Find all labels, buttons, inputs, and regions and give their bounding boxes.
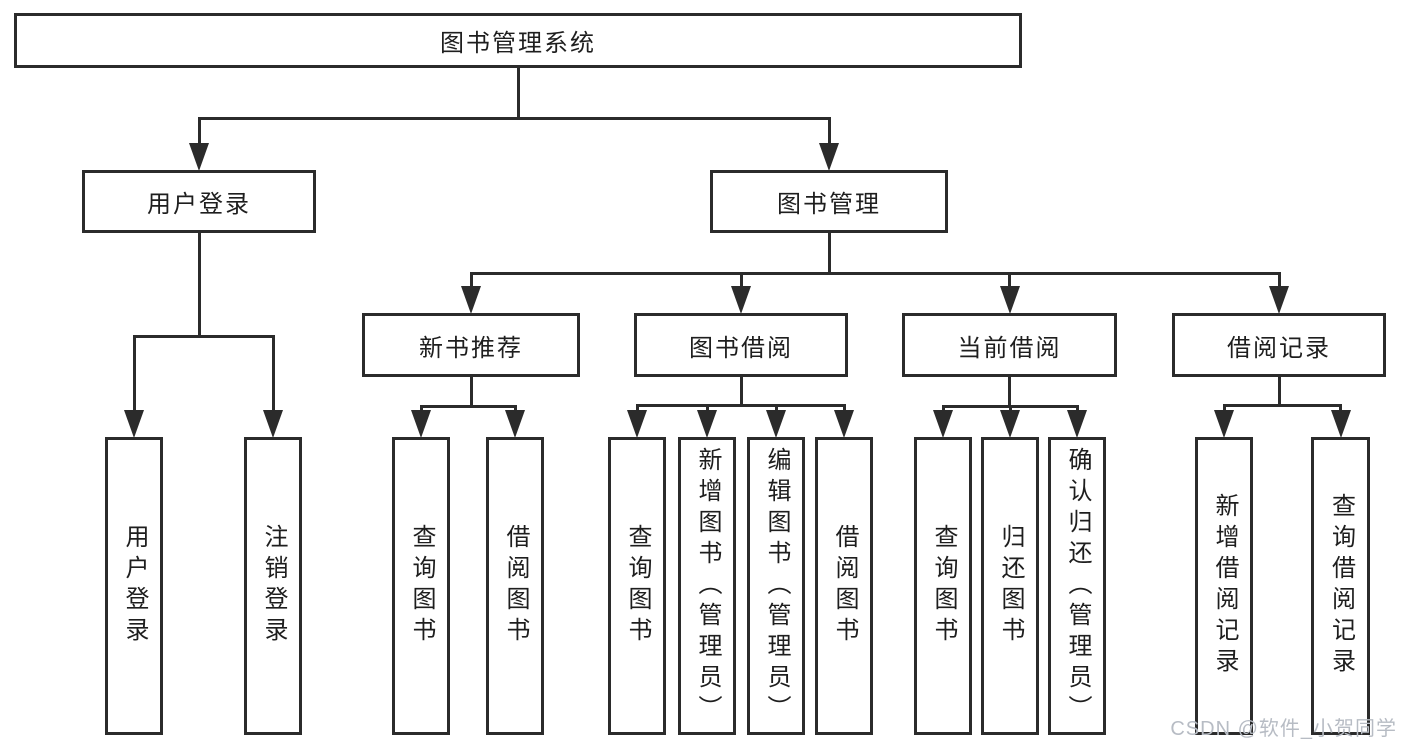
connector-line: [739, 376, 743, 407]
connector-line: [1222, 404, 1226, 413]
node-root: 图书管理系统: [14, 13, 1022, 68]
arrowhead-down-icon: [1000, 410, 1020, 438]
arrowhead-down-icon: [124, 410, 144, 438]
connector-line: [132, 335, 275, 338]
node-label-leaf-logout: 注销登录: [260, 524, 287, 648]
arrowhead-down-icon: [819, 143, 839, 171]
arrowhead-down-icon: [1214, 410, 1234, 438]
arrowhead-down-icon: [731, 286, 751, 314]
connector-line: [1339, 404, 1342, 413]
connector-line: [469, 376, 473, 408]
node-borrow-record: 借阅记录: [1172, 313, 1386, 377]
connector-line: [469, 272, 473, 289]
node-leaf-query-borrow-record: 查询借阅记录: [1311, 437, 1370, 735]
node-leaf-borrow-book-2: 借阅图书: [815, 437, 873, 735]
node-leaf-edit-book: 编辑图书（管理员）: [747, 437, 805, 735]
node-label-leaf-query-borrow-record: 查询借阅记录: [1327, 493, 1355, 679]
node-leaf-borrow-book-1: 借阅图书: [486, 437, 544, 735]
node-label-new-book-recommend: 新书推荐: [419, 334, 523, 362]
node-label-borrow-record: 借阅记录: [1227, 334, 1331, 362]
node-current-borrow: 当前借阅: [902, 313, 1117, 377]
node-leaf-query-book-2: 查询图书: [608, 437, 666, 735]
connector-line: [1008, 272, 1011, 289]
arrowhead-down-icon: [411, 410, 431, 438]
arrowhead-down-icon: [505, 410, 525, 438]
arrowhead-down-icon: [263, 410, 283, 438]
node-leaf-user-login: 用户登录: [105, 437, 163, 735]
connector-line: [705, 404, 709, 413]
connector-line: [197, 117, 831, 120]
connector-line: [827, 117, 831, 146]
connector-line: [827, 232, 831, 275]
node-user-login: 用户登录: [82, 170, 316, 233]
node-label-leaf-add-borrow-record: 新增借阅记录: [1211, 493, 1238, 679]
node-leaf-add-borrow-record: 新增借阅记录: [1195, 437, 1253, 735]
arrowhead-down-icon: [1067, 410, 1087, 438]
node-label-leaf-return-book: 归还图书: [997, 524, 1024, 648]
arrowhead-down-icon: [933, 410, 953, 438]
arrowhead-down-icon: [999, 286, 1020, 314]
node-label-book-management: 图书管理: [777, 191, 881, 218]
node-leaf-query-book-3: 查询图书: [914, 437, 972, 735]
arrowhead-down-icon: [834, 410, 854, 438]
connector-line: [842, 404, 846, 413]
arrowhead-down-icon: [1269, 286, 1289, 314]
node-label-leaf-query-book-2: 查询图书: [624, 524, 651, 648]
connector-line: [635, 404, 639, 413]
connector-line: [419, 405, 423, 413]
arrowhead-down-icon: [766, 410, 786, 438]
connector-line: [197, 232, 201, 338]
node-label-root: 图书管理系统: [440, 30, 596, 57]
node-label-leaf-user-login: 用户登录: [121, 524, 148, 648]
node-label-leaf-query-book-3: 查询图书: [930, 524, 957, 648]
connector-line: [419, 405, 517, 408]
connector-line: [271, 335, 275, 413]
connector-line: [941, 405, 945, 413]
node-leaf-return-book: 归还图书: [981, 437, 1039, 735]
arrowhead-down-icon: [461, 286, 481, 314]
arrowhead-down-icon: [697, 410, 717, 438]
node-leaf-query-book-1: 查询图书: [392, 437, 450, 735]
connector-line: [513, 405, 517, 413]
connector-line: [469, 272, 1281, 275]
node-label-leaf-query-book-1: 查询图书: [408, 524, 435, 648]
node-label-current-borrow: 当前借阅: [957, 334, 1062, 362]
node-label-leaf-borrow-book-1: 借阅图书: [502, 524, 529, 648]
connector-line: [1277, 376, 1281, 407]
node-label-user-login: 用户登录: [147, 191, 251, 218]
connector-line: [1008, 405, 1012, 413]
node-label-leaf-borrow-book-2: 借阅图书: [831, 524, 858, 648]
node-new-book-recommend: 新书推荐: [362, 313, 580, 377]
arrowhead-down-icon: [189, 143, 209, 171]
node-label-leaf-add-book: 新增图书（管理员）: [694, 446, 721, 726]
node-book-borrow: 图书借阅: [634, 313, 848, 377]
arrowhead-down-icon: [627, 410, 647, 438]
connector-line: [635, 404, 846, 407]
connector-line: [516, 67, 520, 120]
connector-line: [1008, 376, 1011, 408]
connector-line: [1222, 404, 1342, 407]
node-leaf-add-book: 新增图书（管理员）: [678, 437, 736, 735]
connector-line: [197, 117, 201, 146]
node-label-book-borrow: 图书借阅: [689, 334, 793, 362]
csdn-watermark: CSDN @软件_小贺同学: [1170, 718, 1397, 740]
connector-line: [739, 272, 743, 289]
node-label-leaf-confirm-return: 确认归还（管理员）: [1064, 446, 1091, 726]
node-leaf-confirm-return: 确认归还（管理员）: [1048, 437, 1106, 735]
node-leaf-logout: 注销登录: [244, 437, 302, 735]
arrowhead-down-icon: [1330, 410, 1351, 438]
node-book-management: 图书管理: [710, 170, 948, 233]
connector-line: [1075, 405, 1079, 413]
connector-line: [774, 404, 778, 413]
node-label-leaf-edit-book: 编辑图书（管理员）: [763, 446, 790, 726]
connector-line: [1277, 272, 1281, 289]
connector-line: [132, 335, 136, 413]
